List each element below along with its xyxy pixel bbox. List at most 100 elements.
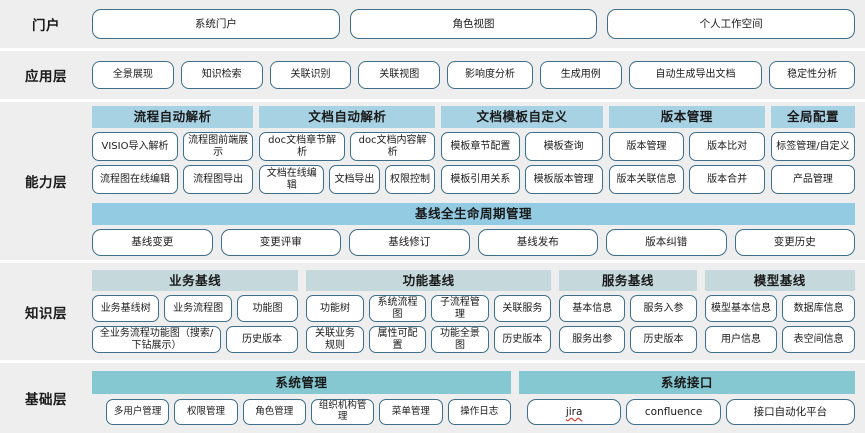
cap-item-version-management[interactable]: 版本管理 [608,132,685,161]
cap-item-version-compare[interactable]: 版本比对 [689,132,765,161]
portal-layer-body: 系统门户 角色视图 个人工作空间 [92,9,856,39]
cap-item-template-query[interactable]: 模板查询 [524,132,603,161]
baseline-item-version-correction[interactable]: 版本纠错 [606,229,727,256]
capability-group-process-parse: 流程自动解析 VISIO导入解析 流程图前端展示 流程图在线编辑 流程图导出 [92,106,254,194]
cap-item-flowchart-frontend-display[interactable]: 流程图前端展示 [182,132,254,161]
know-item-user-info[interactable]: 用户信息 [704,326,778,353]
baseline-item-change-review[interactable]: 变更评审 [220,229,341,256]
cap-item-version-merge[interactable]: 版本合并 [689,165,765,194]
app-item-relation-recognition[interactable]: 关联识别 [269,61,352,89]
app-item-impact-analysis[interactable]: 影响度分析 [447,61,533,89]
know-item-tablespace-info[interactable]: 表空间信息 [782,326,855,353]
foundation-group-container: 系统管理 多用户管理 权限管理 角色管理 组织机构管理 菜单管理 操作日志 系统… [92,371,855,425]
cap-item-version-relation-info[interactable]: 版本关联信息 [608,165,685,194]
knowledge-row: 用户信息 表空间信息 [704,326,855,353]
knowledge-layer-body: 业务基线 业务基线树 业务流程图 功能图 全业务流程功能图（搜索/下钻展示） 历… [92,270,855,353]
cap-item-doc-export[interactable]: 文档导出 [329,165,380,194]
base-item-org-structure-management[interactable]: 组织机构管理 [310,399,375,425]
know-item-full-business-process-function-diagram[interactable]: 全业务流程功能图（搜索/下钻展示） [92,326,222,353]
capability-row: 产品管理 [770,165,855,194]
know-item-service-basic-info[interactable]: 基本信息 [559,295,626,322]
know-item-model-basic-info[interactable]: 模型基本信息 [704,295,778,322]
capability-row: 模板章节配置 模板查询 [441,132,603,161]
know-item-related-business-rules[interactable]: 关联业务规则 [306,326,364,353]
portal-item-role-view[interactable]: 角色视图 [349,9,598,39]
foundation-group-system-management: 系统管理 多用户管理 权限管理 角色管理 组织机构管理 菜单管理 操作日志 [92,371,511,425]
base-item-operation-log[interactable]: 操作日志 [447,399,511,425]
knowledge-group-header-model-baseline: 模型基线 [704,270,855,291]
know-item-business-baseline-tree[interactable]: 业务基线树 [92,295,160,322]
capability-row: doc文档章节解析 doc文档内容解析 [259,132,436,161]
baseline-item-change-history[interactable]: 变更历史 [734,229,855,256]
base-item-jira[interactable]: jira [526,399,622,425]
know-item-function-panorama[interactable]: 功能全景图 [431,326,489,353]
know-item-system-flowchart[interactable]: 系统流程图 [368,295,427,322]
know-item-function-history-version[interactable]: 历史版本 [493,326,552,353]
know-item-function-tree[interactable]: 功能树 [306,295,364,322]
know-item-function-diagram[interactable]: 功能图 [236,295,299,322]
app-item-generate-usecase[interactable]: 生成用例 [539,61,622,89]
portal-item-system-portal[interactable]: 系统门户 [92,9,340,39]
layer-label-application: 应用层 [25,69,67,85]
app-item-stability-analysis[interactable]: 稳定性分析 [769,61,856,89]
know-item-service-output-params[interactable]: 服务出参 [559,326,626,353]
app-item-relation-view[interactable]: 关联视图 [358,61,441,89]
capability-layer-body: 流程自动解析 VISIO导入解析 流程图前端展示 流程图在线编辑 流程图导出 文… [92,106,855,256]
base-item-interface-automation-platform[interactable]: 接口自动化平台 [725,399,855,425]
base-item-multi-user-management[interactable]: 多用户管理 [106,399,170,425]
foundation-group-system-interface: 系统接口 jira confluence 接口自动化平台 [518,371,855,425]
capability-row: 模板引用关系 模板版本管理 [441,165,603,194]
capability-row: 文档在线编辑 文档导出 权限控制 [259,165,436,194]
knowledge-group-container: 业务基线 业务基线树 业务流程图 功能图 全业务流程功能图（搜索/下钻展示） 历… [92,270,855,353]
know-item-subprocess-management[interactable]: 子流程管理 [431,295,489,322]
knowledge-group-function-baseline: 功能基线 功能树 系统流程图 子流程管理 关联服务 关联业务规则 属性可配置 功… [306,270,552,353]
baseline-lifecycle-header: 基线全生命周期管理 [92,203,855,225]
cap-item-tag-management-custom[interactable]: 标签管理/自定义 [770,132,855,161]
knowledge-row: 服务出参 历史版本 [559,326,697,353]
cap-item-flowchart-export[interactable]: 流程图导出 [182,165,254,194]
layer-row-foundation: 基础层 系统管理 多用户管理 权限管理 角色管理 组织机构管理 菜单管理 操作日… [0,363,865,433]
capability-group-header-document-template: 文档模板自定义 [441,106,603,128]
cap-item-flowchart-online-edit[interactable]: 流程图在线编辑 [92,165,178,194]
cap-item-product-management[interactable]: 产品管理 [770,165,855,194]
capability-group-header-global-config: 全局配置 [770,106,855,128]
cap-item-visio-import-parse[interactable]: VISIO导入解析 [92,132,178,161]
capability-group-global-config: 全局配置 标签管理/自定义 产品管理 [770,106,855,194]
know-item-service-input-params[interactable]: 服务入参 [630,295,697,322]
app-item-panorama[interactable]: 全景展现 [92,61,174,89]
baseline-item-release[interactable]: 基线发布 [477,229,598,256]
cap-item-template-reference-relation[interactable]: 模板引用关系 [441,165,520,194]
cap-item-template-chapter-config[interactable]: 模板章节配置 [441,132,520,161]
foundation-layer-body: 系统管理 多用户管理 权限管理 角色管理 组织机构管理 菜单管理 操作日志 系统… [92,371,855,425]
capability-row: 流程图在线编辑 流程图导出 [92,165,254,194]
foundation-row-system-interface: jira confluence 接口自动化平台 [519,399,855,425]
cap-item-doc-chapter-parse[interactable]: doc文档章节解析 [259,132,345,161]
baseline-item-change[interactable]: 基线变更 [92,229,213,256]
know-item-service-history-version[interactable]: 历史版本 [630,326,697,353]
know-item-history-version[interactable]: 历史版本 [226,326,299,353]
portal-item-personal-workspace[interactable]: 个人工作空间 [607,9,856,39]
base-item-confluence[interactable]: confluence [626,399,721,425]
cap-item-doc-content-parse[interactable]: doc文档内容解析 [349,132,436,161]
base-item-role-management[interactable]: 角色管理 [242,399,306,425]
know-item-database-info[interactable]: 数据库信息 [782,295,855,322]
app-item-knowledge-search[interactable]: 知识检索 [180,61,263,89]
cap-item-doc-online-edit[interactable]: 文档在线编辑 [259,165,325,194]
portal-button-strip: 系统门户 角色视图 个人工作空间 [92,9,856,39]
cap-item-permission-control[interactable]: 权限控制 [384,165,436,194]
cap-item-template-version-management[interactable]: 模板版本管理 [524,165,603,194]
capability-group-document-template: 文档模板自定义 模板章节配置 模板查询 模板引用关系 模板版本管理 [441,106,603,194]
baseline-item-revision[interactable]: 基线修订 [349,229,470,256]
layer-row-application: 应用层 全景展现 知识检索 关联识别 关联视图 影响度分析 生成用例 自动生成导… [0,51,865,99]
knowledge-group-model-baseline: 模型基线 模型基本信息 数据库信息 用户信息 表空间信息 [704,270,855,353]
know-item-business-flowchart[interactable]: 业务流程图 [164,295,232,322]
base-item-permission-management[interactable]: 权限管理 [174,399,238,425]
application-layer-body: 全景展现 知识检索 关联识别 关联视图 影响度分析 生成用例 自动生成导出文档 … [92,61,856,89]
know-item-related-service[interactable]: 关联服务 [493,295,552,322]
app-item-auto-export-document[interactable]: 自动生成导出文档 [628,61,763,89]
knowledge-group-service-baseline: 服务基线 基本信息 服务入参 服务出参 历史版本 [559,270,697,353]
capability-group-header-document-parse: 文档自动解析 [259,106,436,128]
base-item-menu-management[interactable]: 菜单管理 [379,399,443,425]
know-item-attribute-configurable[interactable]: 属性可配置 [368,326,427,353]
